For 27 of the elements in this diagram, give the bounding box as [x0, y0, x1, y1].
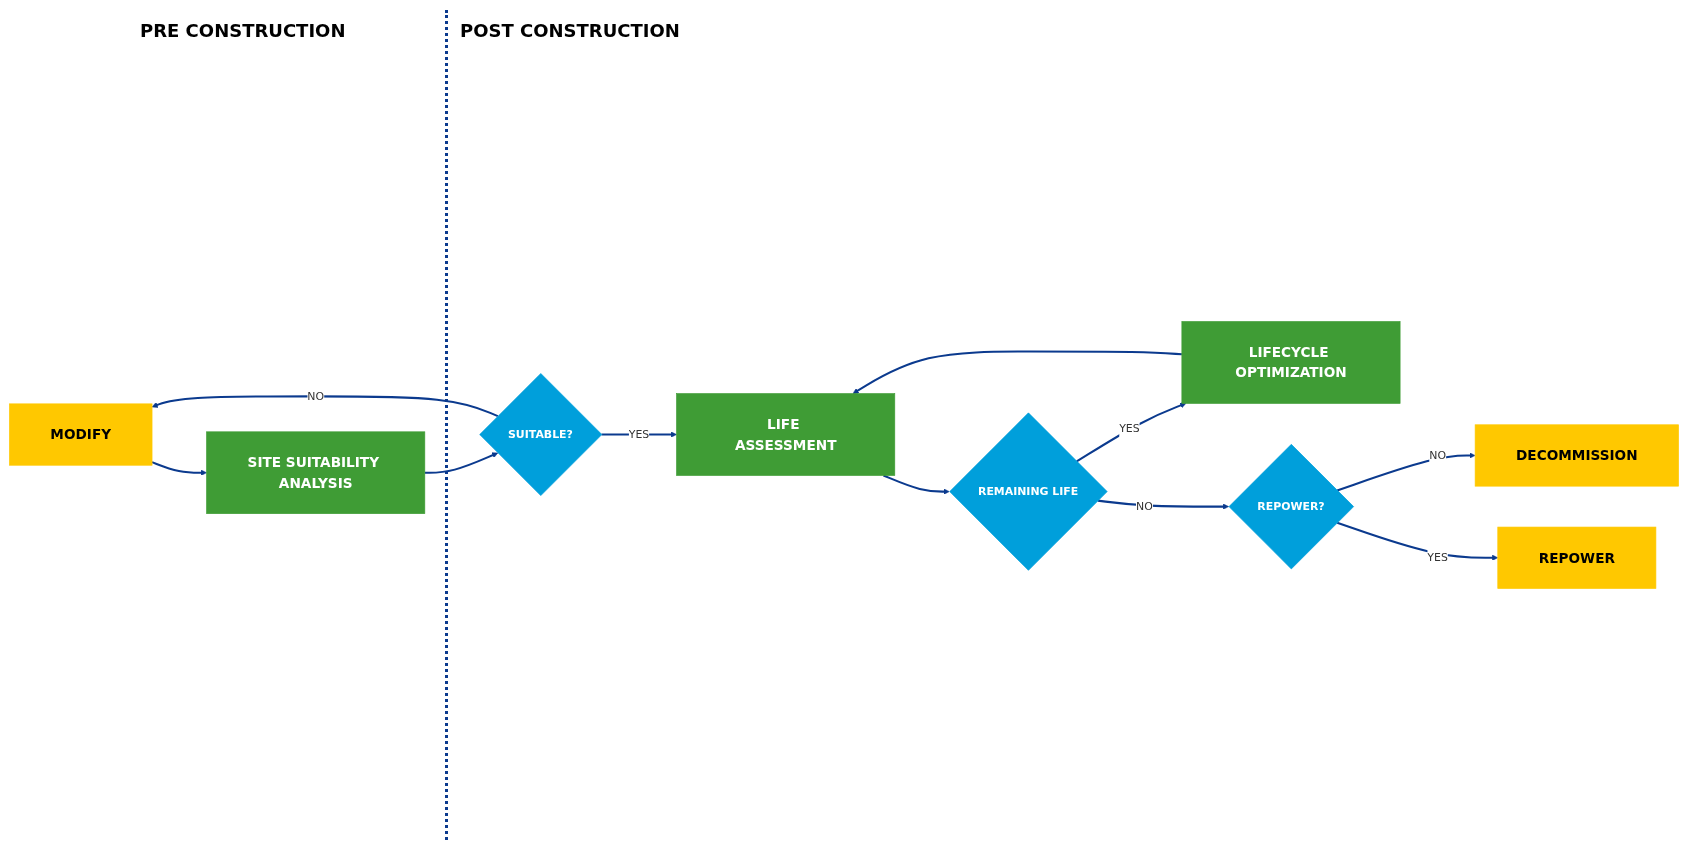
- arrow: [151, 461, 207, 476]
- node-box: SITE SUITABILITY ANALYSIS: [205, 431, 425, 514]
- edge-label: NO: [1428, 448, 1446, 462]
- arrow: [852, 350, 1182, 394]
- edge-label: NO: [306, 389, 324, 403]
- node-box: LIFECYCLE OPTIMIZATION: [1181, 321, 1400, 404]
- node-diamond: SUITABLE?: [478, 373, 602, 496]
- section-heading: PRE CONSTRUCTION: [140, 19, 347, 41]
- arrow: [1097, 499, 1229, 510]
- node-box: LIFE ASSESSMENT: [675, 393, 895, 476]
- node-diamond: REMAINING LIFE: [948, 412, 1107, 571]
- edge-label: YES: [628, 427, 649, 441]
- arrow: [151, 395, 498, 418]
- node-diamond: REPOWER?: [1228, 443, 1354, 570]
- arrow: [1336, 521, 1498, 561]
- arrow: [601, 431, 677, 438]
- node-box: MODIFY: [8, 403, 152, 466]
- edge-label: YES: [1118, 421, 1140, 435]
- edge-label: NO: [1135, 499, 1153, 513]
- node-box: DECOMMISSION: [1474, 424, 1679, 487]
- arrow: [1075, 402, 1186, 463]
- arrow: [882, 474, 950, 495]
- edge-label: YES: [1426, 550, 1448, 564]
- arrow: [1336, 452, 1475, 492]
- section-heading: POST CONSTRUCTION: [460, 19, 681, 41]
- arrow: [424, 452, 498, 474]
- node-box: REPOWER: [1496, 526, 1656, 589]
